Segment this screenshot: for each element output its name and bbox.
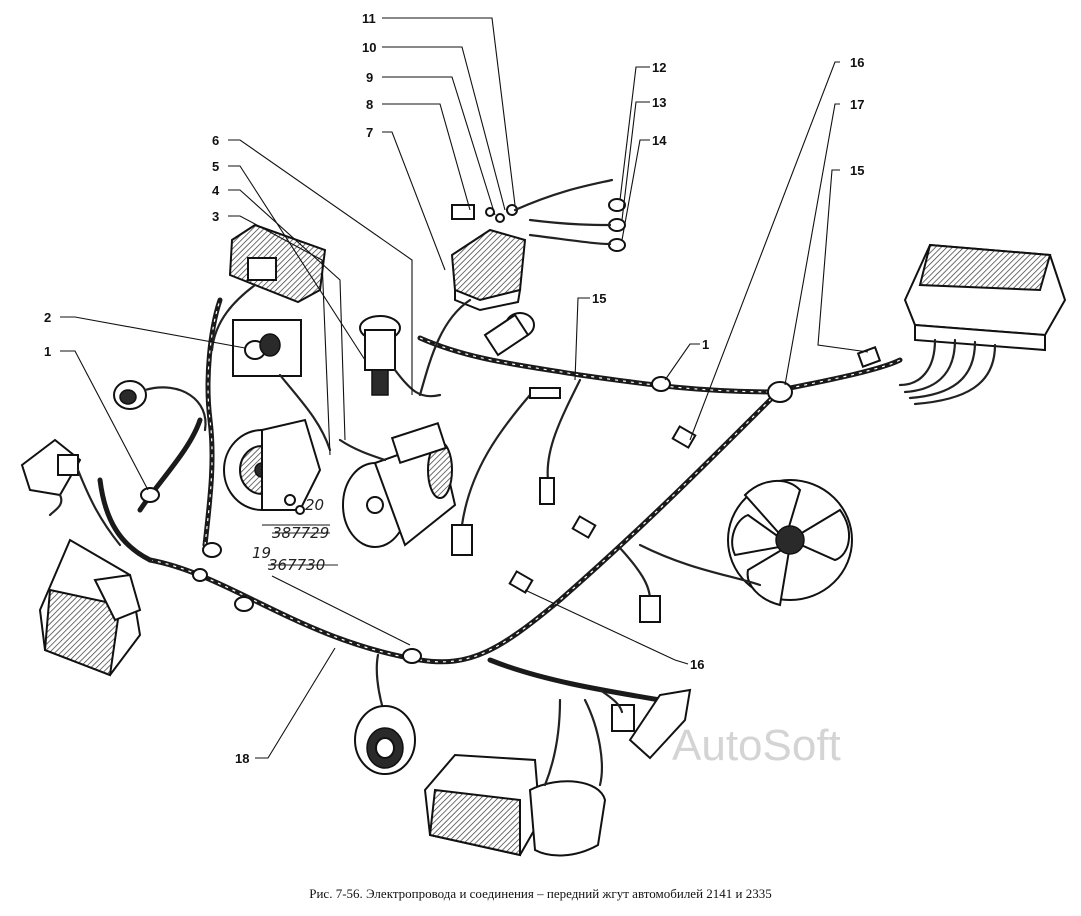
inset-connector bbox=[232, 319, 332, 452]
side-indicator bbox=[598, 688, 692, 760]
control-unit-block bbox=[898, 243, 1067, 406]
label-10: 10 bbox=[362, 40, 376, 55]
starter-motor bbox=[338, 421, 457, 548]
alternator bbox=[223, 418, 322, 515]
left-sockets bbox=[20, 380, 207, 547]
right-headlamp bbox=[423, 698, 607, 857]
label-1-left: 1 bbox=[44, 344, 51, 359]
part-labels: 11 10 9 8 7 12 13 14 6 5 4 3 2 1 1 15 16… bbox=[44, 11, 864, 766]
watermark-text: AutoSoft bbox=[672, 721, 841, 770]
label-14: 14 bbox=[652, 133, 667, 148]
label-9: 9 bbox=[366, 70, 373, 85]
label-2: 2 bbox=[44, 310, 51, 325]
label-3: 3 bbox=[212, 209, 219, 224]
label-15-right: 15 bbox=[850, 163, 864, 178]
note-20: 20 bbox=[305, 496, 324, 514]
label-8: 8 bbox=[366, 97, 373, 112]
ignition-coil-group bbox=[418, 178, 626, 397]
label-12: 12 bbox=[652, 60, 666, 75]
note-19: 19 bbox=[252, 544, 271, 562]
relay-module bbox=[210, 223, 327, 352]
label-4: 4 bbox=[212, 183, 220, 198]
label-1-right: 1 bbox=[702, 337, 709, 352]
main-harness bbox=[97, 297, 903, 703]
label-15-mid: 15 bbox=[592, 291, 606, 306]
label-17: 17 bbox=[850, 97, 864, 112]
label-6: 6 bbox=[212, 133, 219, 148]
handwritten-notes: 20 387729 19 367730 bbox=[252, 496, 338, 574]
grommets bbox=[140, 376, 793, 664]
cooling-fan bbox=[638, 479, 853, 607]
label-7: 7 bbox=[366, 125, 373, 140]
label-13: 13 bbox=[652, 95, 666, 110]
label-11: 11 bbox=[362, 11, 376, 26]
figure-caption: Рис. 7-56. Электропровода и соединения –… bbox=[309, 886, 772, 901]
label-16-top: 16 bbox=[850, 55, 864, 70]
left-headlamp bbox=[38, 538, 142, 677]
leader-lines bbox=[60, 17, 869, 759]
label-16-bottom: 16 bbox=[690, 657, 704, 672]
label-5: 5 bbox=[212, 159, 219, 174]
sensors bbox=[451, 346, 882, 623]
label-18: 18 bbox=[235, 751, 249, 766]
fog-lamp bbox=[354, 653, 416, 775]
top-connector bbox=[483, 312, 535, 357]
distributor bbox=[359, 315, 442, 398]
